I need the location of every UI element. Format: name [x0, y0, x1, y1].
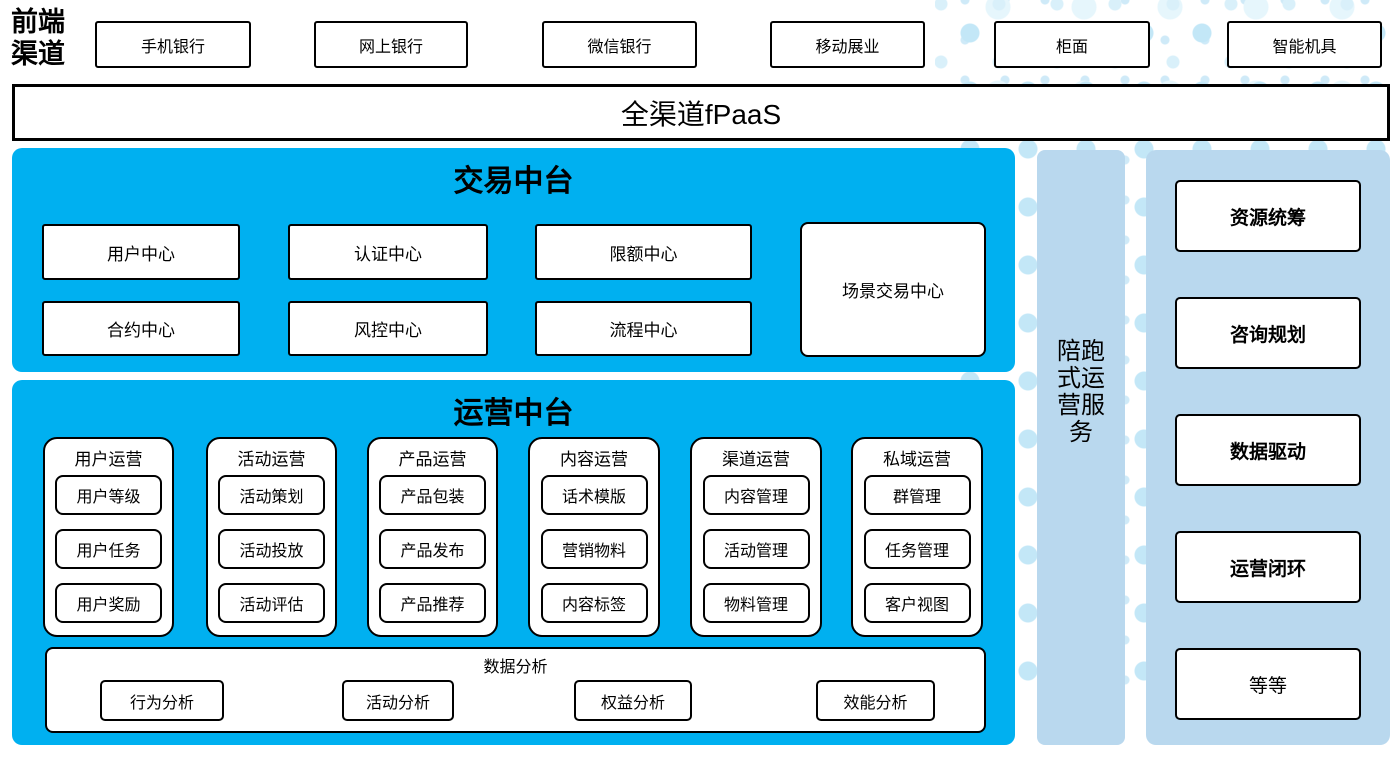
column-item: 话术模版 [540, 475, 648, 515]
column-title: 内容运营 [560, 450, 628, 469]
right-panel-item: 等等 [1175, 648, 1361, 720]
column-title: 产品运营 [398, 450, 467, 469]
column-item: 产品发布 [379, 529, 486, 569]
fpaas-bar: 全渠道fPaaS [12, 84, 1390, 141]
analysis-item: 效能分析 [816, 680, 935, 721]
channel-box: 柜面 [994, 21, 1150, 68]
operations-column: 私域运营 群管理 任务管理 客户视图 [851, 437, 983, 637]
operations-column: 用户运营 用户等级 用户任务 用户奖励 [43, 437, 174, 637]
data-analysis-box: 数据分析 行为分析 活动分析 权益分析 效能分析 [45, 647, 986, 733]
front-channels-label: 前端渠道 [11, 7, 65, 69]
column-title: 活动运营 [237, 450, 306, 469]
column-item: 客户视图 [863, 583, 971, 623]
center-box: 限额中心 [535, 224, 752, 280]
channel-box: 微信银行 [542, 21, 697, 68]
column-title: 私域运营 [883, 450, 951, 469]
channel-box: 网上银行 [314, 21, 468, 68]
accompany-service-label: 陪跑式运营服务 [1057, 338, 1105, 446]
column-item: 群管理 [863, 475, 971, 515]
column-item: 内容标签 [540, 583, 648, 623]
scenario-center-box: 场景交易中心 [800, 222, 986, 357]
center-box: 用户中心 [42, 224, 240, 280]
center-box: 流程中心 [535, 301, 752, 356]
column-item: 活动策划 [218, 475, 325, 515]
channel-box: 移动展业 [770, 21, 925, 68]
transaction-section: 交易中台 用户中心 认证中心 限额中心 合约中心 风控中心 流程中心 场景交易中… [12, 148, 1015, 372]
operations-section: 运营中台 用户运营 用户等级 用户任务 用户奖励 活动运营 活动策划 活动投放 … [12, 380, 1015, 745]
right-panel: 资源统筹 咨询规划 数据驱动 运营闭环 等等 [1146, 150, 1390, 745]
column-item: 活动评估 [218, 583, 325, 623]
column-title: 渠道运营 [722, 450, 790, 469]
center-box: 风控中心 [288, 301, 488, 356]
column-item: 产品推荐 [379, 583, 486, 623]
column-title: 用户运营 [74, 450, 143, 469]
operations-title: 运营中台 [453, 397, 574, 430]
operations-column: 产品运营 产品包装 产品发布 产品推荐 [367, 437, 498, 637]
operations-column: 活动运营 活动策划 活动投放 活动评估 [206, 437, 337, 637]
accompany-service-bar: 陪跑式运营服务 [1037, 150, 1125, 745]
analysis-item: 行为分析 [100, 680, 224, 721]
column-item: 活动管理 [702, 529, 810, 569]
column-item: 用户奖励 [55, 583, 162, 623]
analysis-item: 权益分析 [574, 680, 692, 721]
column-item: 物料管理 [702, 583, 810, 623]
center-box: 认证中心 [288, 224, 488, 280]
operations-column: 内容运营 话术模版 营销物料 内容标签 [528, 437, 660, 637]
column-item: 用户等级 [55, 475, 162, 515]
channel-box: 智能机具 [1227, 21, 1382, 68]
right-panel-item: 资源统筹 [1175, 180, 1361, 252]
column-item: 产品包装 [379, 475, 486, 515]
data-analysis-title: 数据分析 [483, 659, 548, 676]
right-panel-item: 运营闭环 [1175, 531, 1361, 603]
column-item: 营销物料 [540, 529, 648, 569]
column-item: 活动投放 [218, 529, 325, 569]
transaction-title: 交易中台 [453, 165, 574, 198]
center-box: 合约中心 [42, 301, 240, 356]
column-item: 用户任务 [55, 529, 162, 569]
column-item: 内容管理 [702, 475, 810, 515]
analysis-item: 活动分析 [342, 680, 454, 721]
right-panel-item: 咨询规划 [1175, 297, 1361, 369]
channel-box: 手机银行 [95, 21, 251, 68]
column-item: 任务管理 [863, 529, 971, 569]
right-panel-item: 数据驱动 [1175, 414, 1361, 486]
operations-column: 渠道运营 内容管理 活动管理 物料管理 [690, 437, 822, 637]
